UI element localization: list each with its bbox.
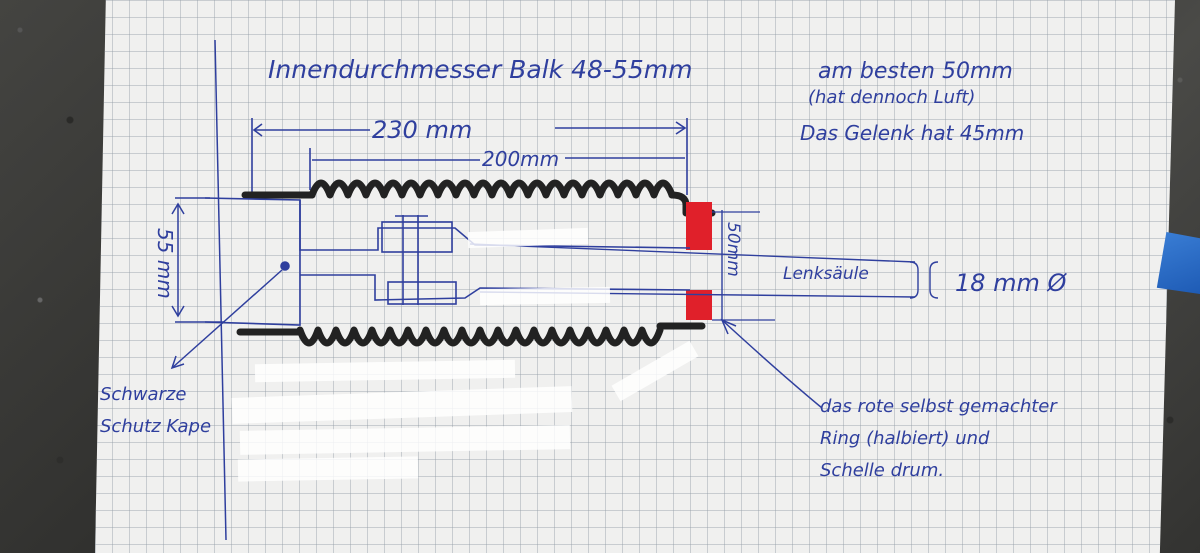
dimension-200: 200mm [309, 147, 685, 190]
joint-housing [204, 197, 691, 326]
bellows-bottom [236, 322, 706, 347]
cap-leader-line [170, 269, 283, 370]
joint-note: Das Gelenk hat 45mm [800, 121, 1024, 145]
dimension-200-label: 200mm [482, 147, 559, 171]
dimension-55-label: 55 mm [153, 228, 177, 299]
steering-column-label: Lenksäule [783, 264, 869, 284]
correction-tapes [231, 227, 699, 482]
best-size-note: am besten 50mm [818, 59, 1013, 84]
title-inner-diameter: Innendurchmesser Balk 48-55mm [268, 55, 692, 84]
dimension-55 [171, 197, 225, 323]
dimension-50-label: 50mm [723, 222, 743, 277]
play-note: (hat dennoch Luft) [808, 87, 975, 108]
diameter-18-label: 18 mm Ø [955, 269, 1068, 297]
red-ring-top [686, 202, 712, 250]
ring-note-line3: Schelle drum. [820, 460, 944, 481]
dimension-230: 230 mm [251, 116, 688, 195]
cap-label-line2: Schutz Kape [100, 416, 211, 437]
dimension-50: 50mm [712, 210, 775, 321]
margin-line [214, 39, 227, 541]
cap-label-line1: Schwarze [100, 384, 186, 405]
dimension-230-label: 230 mm [372, 116, 472, 144]
ring-note-line1: das rote selbst gemachter [820, 396, 1058, 417]
ring-note-line2: Ring (halbiert) und [820, 428, 990, 449]
ring-leader-line [720, 318, 823, 409]
bellows-top [241, 179, 716, 217]
